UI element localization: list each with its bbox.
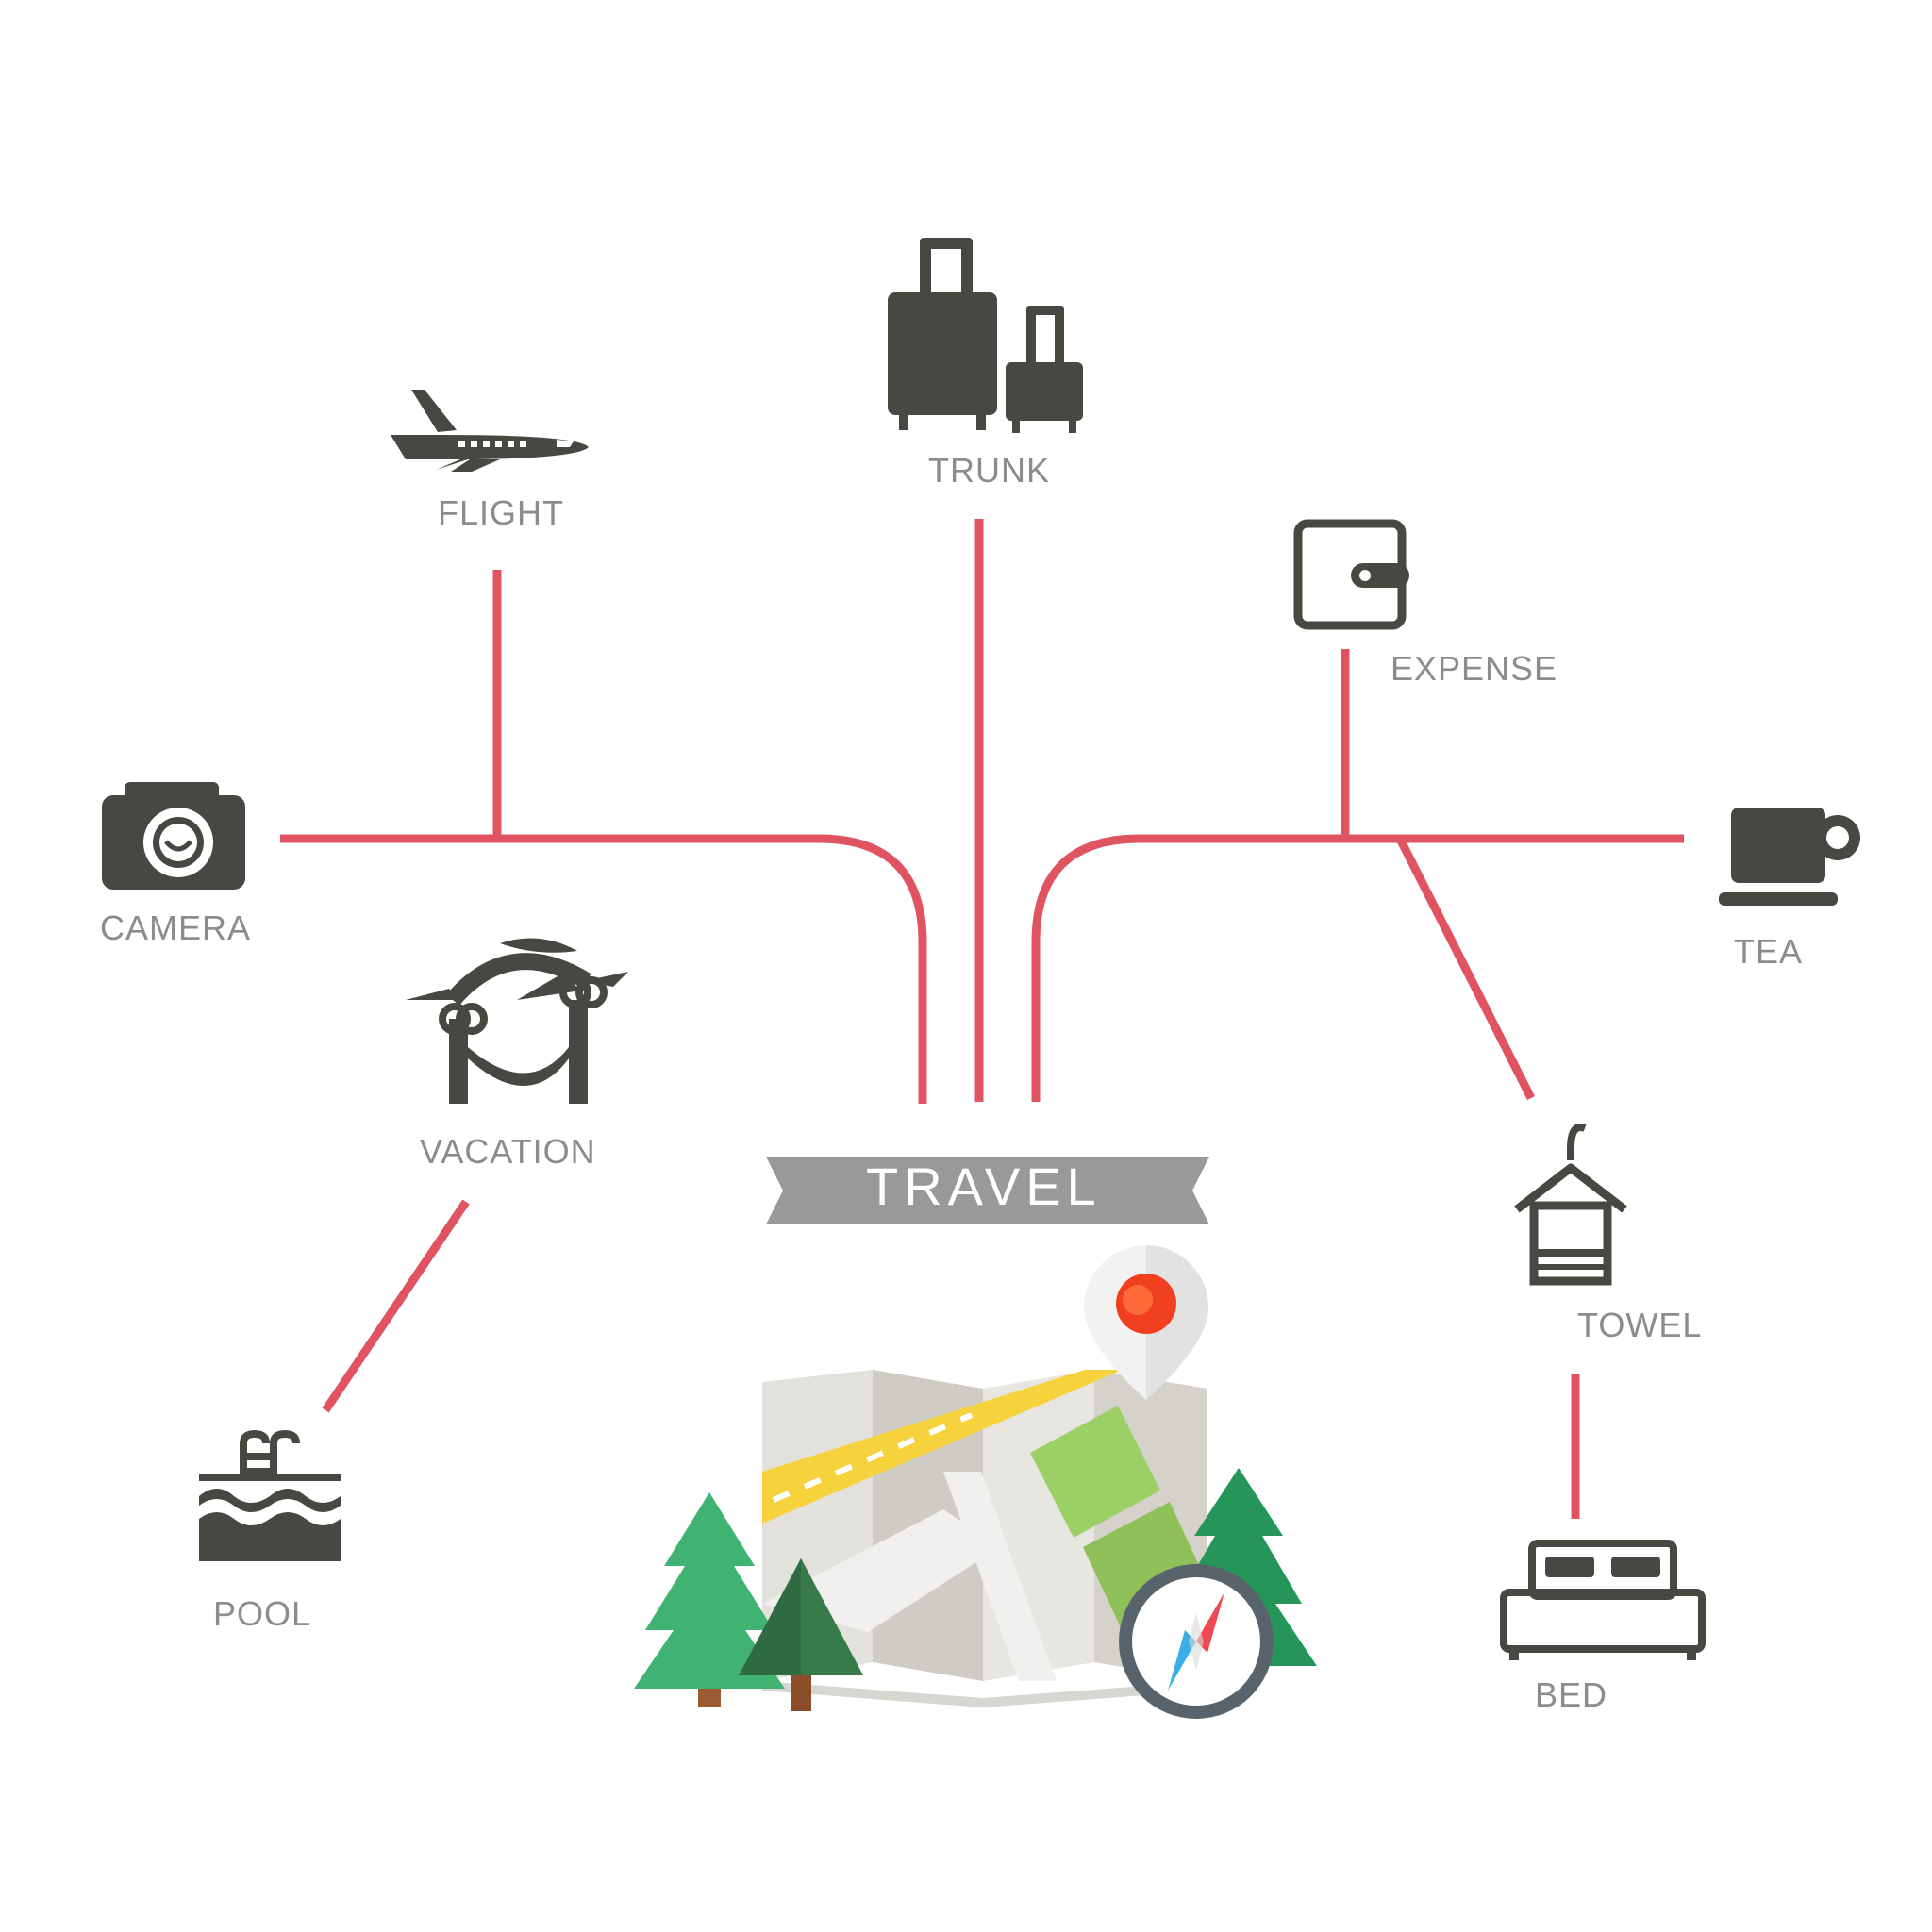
hammock-palm-icon bbox=[406, 938, 628, 1104]
bed-icon bbox=[1500, 1540, 1706, 1660]
map-illustration bbox=[634, 1245, 1317, 1719]
node-label-towel: TOWEL bbox=[1577, 1306, 1703, 1344]
node-label-trunk: TRUNK bbox=[928, 451, 1050, 490]
node-label-camera: CAMERA bbox=[100, 908, 252, 947]
towel-hanger-icon bbox=[1514, 1124, 1627, 1286]
node-label-vacation: VACATION bbox=[420, 1132, 596, 1171]
tea-cup-icon bbox=[1719, 808, 1860, 906]
node-label-bed: BED bbox=[1535, 1675, 1608, 1714]
luggage-icon bbox=[888, 238, 1083, 433]
node-label-pool: POOL bbox=[213, 1594, 312, 1633]
center-title: TRAVEL bbox=[866, 1157, 1102, 1216]
connectors bbox=[280, 519, 1684, 1519]
node-label-flight: FLIGHT bbox=[438, 493, 565, 532]
camera-icon bbox=[102, 782, 245, 890]
pool-ladder-icon bbox=[199, 1429, 341, 1561]
airplane-icon bbox=[391, 390, 589, 472]
node-label-expense: EXPENSE bbox=[1391, 649, 1558, 688]
node-label-tea: TEA bbox=[1734, 932, 1804, 971]
edge-vacation-pool bbox=[322, 1199, 470, 1413]
title-banner bbox=[766, 1157, 1209, 1224]
edge-towel-branch bbox=[1395, 836, 1536, 1101]
wallet-icon bbox=[1293, 519, 1409, 630]
edge-camera-travel bbox=[280, 834, 927, 1104]
edge-tea-travel bbox=[1031, 834, 1684, 1102]
